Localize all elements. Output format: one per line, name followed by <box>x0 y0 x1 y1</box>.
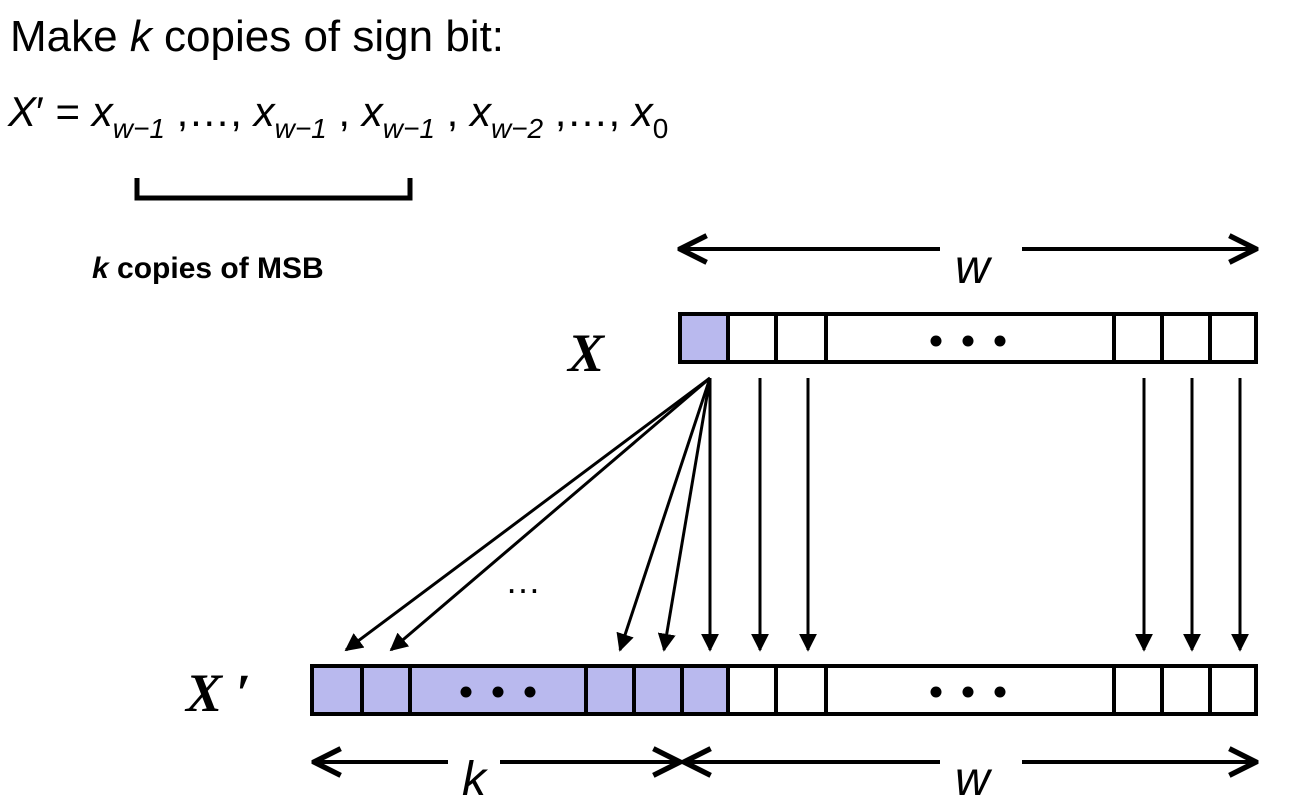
x-ellipsis-dot <box>930 335 942 347</box>
formula: X′ = xw−1 ,…, xw−1 , xw−1 , xw−2 ,…, x0 <box>8 88 669 144</box>
xp-ellipsis-cell <box>824 664 1116 716</box>
width-k-label: k <box>462 753 486 806</box>
sign-copy-arrow <box>616 377 712 652</box>
x-register <box>678 312 1258 364</box>
xp-ext-ellipsis-dot <box>460 686 472 698</box>
xp-ext-ellipsis-dot <box>524 686 536 698</box>
x-bit-cell <box>726 312 778 364</box>
sign-copy-arrow <box>657 377 712 652</box>
x-ellipsis-dot <box>962 335 974 347</box>
x-bit-cell <box>1208 312 1258 364</box>
xp-sign-bit-cell <box>680 664 730 716</box>
xp-ext-ellipsis-dot <box>492 686 504 698</box>
xp-bit-cell <box>1208 664 1258 716</box>
xp-bit-cell <box>1112 664 1164 716</box>
msb-copies-bracket <box>134 178 413 201</box>
x-bit-cell <box>1160 312 1212 364</box>
x-bit-cell <box>1112 312 1164 364</box>
x-bit-cell <box>774 312 828 364</box>
xp-ellipsis-dot <box>994 686 1006 698</box>
x-ellipsis-dot <box>994 335 1006 347</box>
x-prime-label: X ′ <box>186 663 251 723</box>
xp-ellipsis-dot <box>930 686 942 698</box>
sign-copy-arrows <box>344 376 719 652</box>
xp-ellipsis-dot <box>962 686 974 698</box>
x-sign-bit-cell <box>678 312 730 364</box>
width-w-top-label: w <box>955 241 990 294</box>
bit-copy-arrows <box>751 378 1249 652</box>
xp-bit-cell <box>1160 664 1212 716</box>
xp-extended-bit-cell <box>360 664 412 716</box>
k-copies-label: k copies of MSB <box>92 252 324 285</box>
arrows-ellipsis: … <box>505 560 541 601</box>
sign-copy-arrow <box>344 376 711 652</box>
heading: Make k copies of sign bit: <box>10 12 505 61</box>
xp-extended-bit-cell <box>632 664 684 716</box>
xp-bit-cell <box>726 664 778 716</box>
x-label: X <box>568 323 605 383</box>
xp-extended-bit-cell <box>584 664 636 716</box>
width-w-bottom-label: w <box>955 753 990 806</box>
xp-extended-bit-cell <box>310 664 364 716</box>
sign-copy-arrow <box>389 376 711 652</box>
x-prime-register <box>310 664 1258 716</box>
xp-bit-cell <box>774 664 828 716</box>
